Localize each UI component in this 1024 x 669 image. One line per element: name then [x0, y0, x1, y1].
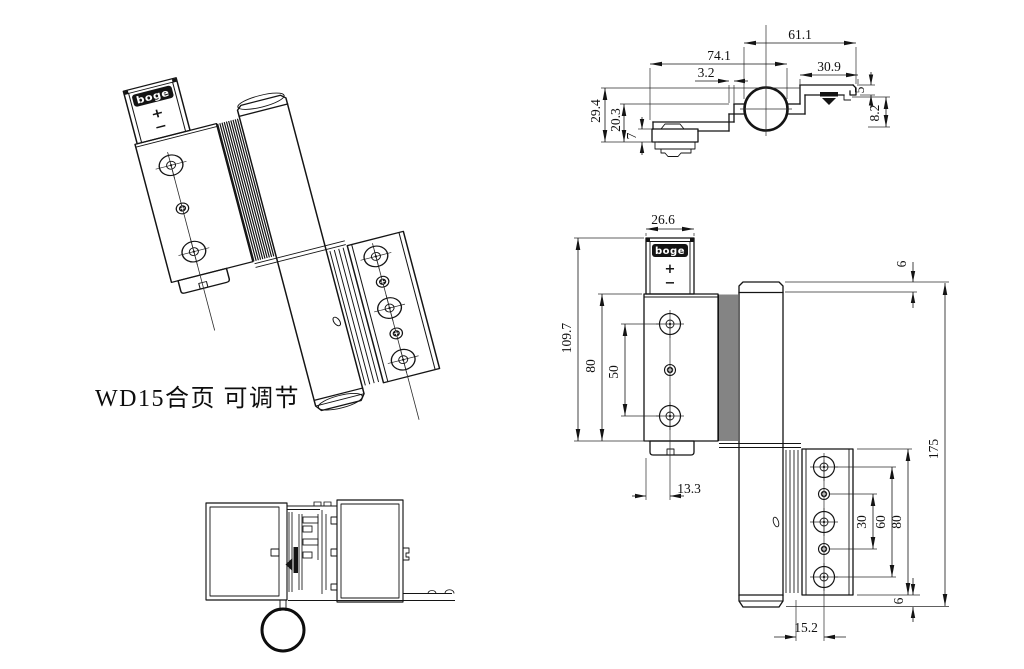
dim-upper-plate: 80	[583, 359, 598, 373]
dim-plate-thk: 5	[852, 86, 867, 93]
screw-large	[809, 562, 839, 592]
brand-logo-text: boge	[655, 246, 685, 257]
front-view-dimensions: 26.6 109.7 80 50 13.3 6 175	[559, 212, 949, 641]
left-frame-profile	[205, 502, 288, 601]
dim-left-height: 29.4	[588, 99, 603, 123]
dim-mid-height: 20.3	[608, 108, 623, 132]
dim-clip-height: 7	[624, 132, 639, 139]
screw-large	[655, 309, 685, 339]
section-view	[205, 499, 455, 653]
dim-bottom-rim: 6	[891, 597, 906, 604]
screw-large	[809, 507, 839, 537]
top-view: 61.1 74.1 3.2 29.4 20.3	[588, 25, 890, 157]
screw-large	[809, 452, 839, 482]
drawing-title: WD15合页 可调节	[95, 385, 300, 412]
adjuster-cap: boge + −	[645, 237, 695, 295]
dim-right-width: 30.9	[817, 59, 841, 74]
dim-hole-offset: 13.3	[677, 481, 701, 496]
screw-large	[655, 401, 685, 431]
barrel-pin-hole	[772, 516, 780, 528]
adjust-minus-label: −	[665, 276, 676, 291]
hinge-barrel	[738, 281, 784, 608]
dim-left-width: 74.1	[707, 48, 731, 63]
dim-total-height: 175	[926, 439, 941, 460]
right-frame-profile	[288, 499, 455, 603]
dim-screw-span: 50	[606, 365, 621, 379]
dim-big-span: 60	[873, 515, 888, 529]
dim-total-width: 61.1	[788, 27, 812, 42]
pointer-triangle	[822, 98, 836, 105]
hinge-bar-section	[293, 547, 298, 573]
isometric-view	[121, 33, 451, 470]
pointer-triangle	[285, 558, 293, 571]
dim-upper-total: 109.7	[559, 323, 574, 354]
right-arm-profile	[786, 84, 857, 115]
dim-cap-width: 26.6	[651, 212, 675, 227]
barrel-top-ellipse	[237, 92, 285, 110]
lower-plate	[801, 448, 854, 641]
left-arm-profile	[651, 103, 746, 157]
slot-screw-section	[820, 92, 838, 97]
hinge-section-hardware	[285, 501, 337, 594]
dim-step: 3.2	[698, 65, 715, 80]
dim-lower-plate: 80	[889, 515, 904, 529]
upper-plate	[643, 293, 719, 500]
knuckle-lines	[785, 450, 799, 593]
adjust-plus-label: +	[665, 262, 676, 277]
dim-right-height: 8.2	[867, 105, 882, 122]
dim-lower-offset: 15.2	[794, 620, 818, 635]
knurl-strip	[718, 294, 738, 441]
dim-top-rim: 6	[894, 260, 909, 267]
dim-small-span: 30	[854, 515, 869, 529]
top-view-dimensions: 61.1 74.1 3.2 29.4 20.3	[588, 27, 890, 155]
hinge-barrel-section	[260, 600, 306, 653]
barrel-bottom-ellipse	[317, 393, 363, 411]
hinge-body: boge + −	[643, 237, 854, 641]
brand-badge	[652, 244, 688, 257]
